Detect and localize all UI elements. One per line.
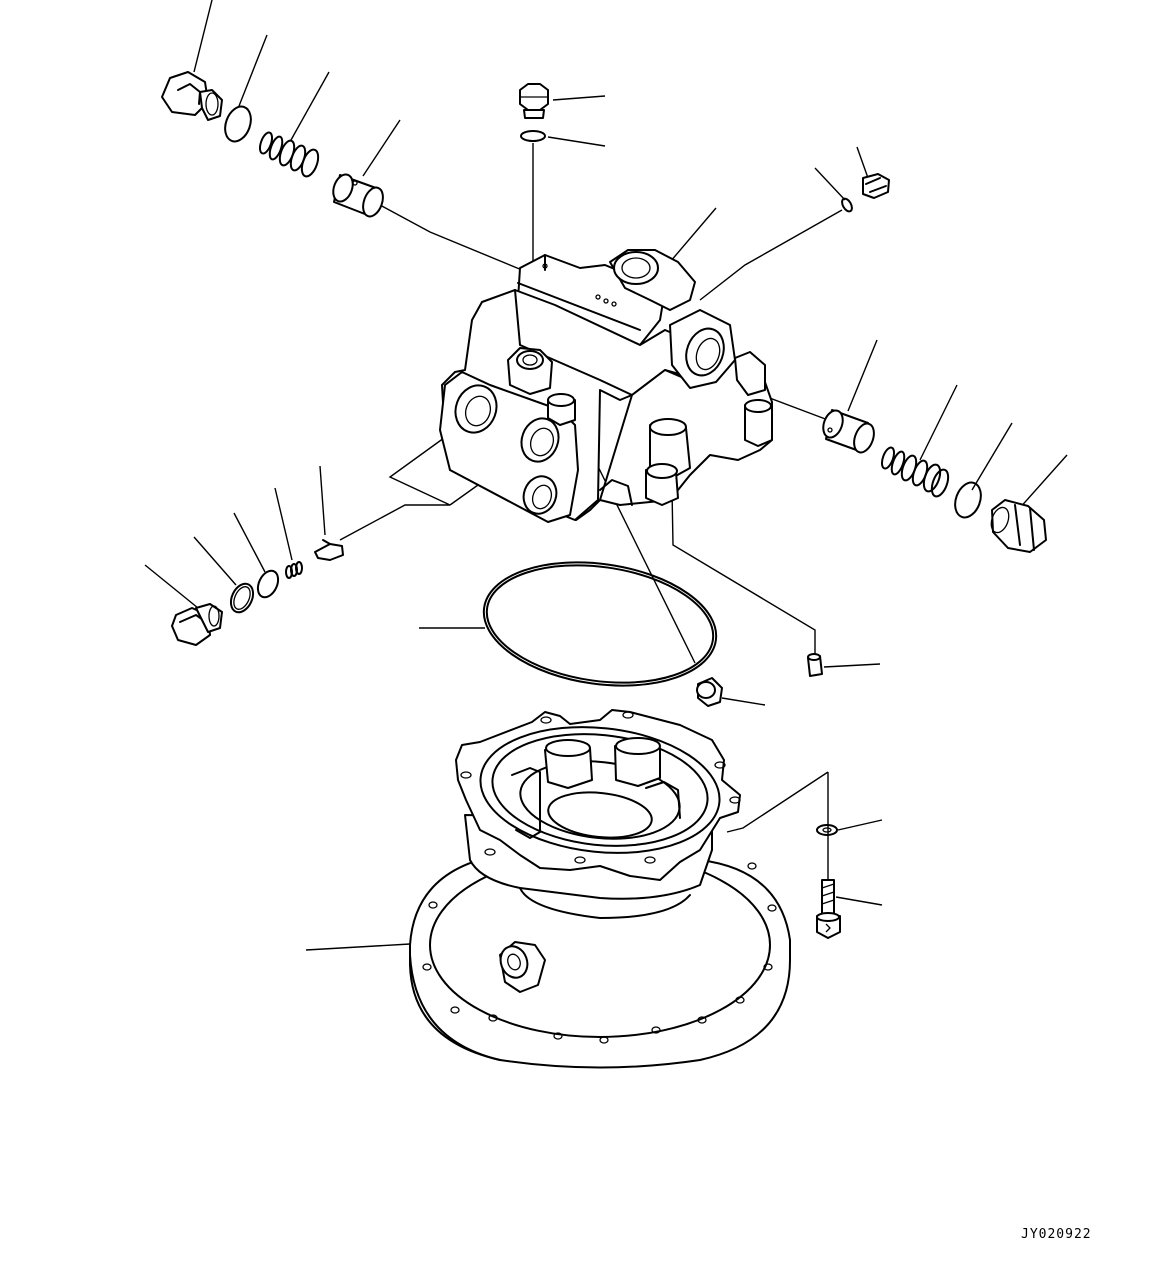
snap-ring-lower — [229, 582, 255, 614]
dowel-pin — [807, 653, 823, 677]
valve-cover-block — [439, 249, 773, 523]
housing-o-ring — [482, 561, 718, 687]
check-valve-poppet — [332, 173, 384, 218]
spring-right — [880, 446, 950, 498]
o-ring-right — [954, 481, 982, 519]
swing-motor-housing — [409, 709, 791, 1069]
figure-reference-code: JY020922 — [1021, 1227, 1092, 1242]
flange-bolt-holes — [422, 862, 777, 1044]
spring-lower — [285, 561, 303, 579]
relief-valve-plug-right — [990, 499, 1047, 553]
o-ring-lower — [256, 569, 280, 599]
o-ring — [224, 105, 252, 143]
washer — [816, 824, 838, 836]
drain-plug-top — [519, 83, 549, 119]
plug-o-ring-top — [520, 130, 546, 142]
bearing-roller — [696, 677, 723, 707]
spring — [258, 131, 320, 178]
poppet-lower — [314, 539, 344, 561]
plug-right-small — [841, 173, 890, 213]
check-valve-poppet-right — [822, 409, 875, 454]
relief-valve-plug-left — [161, 71, 223, 121]
plug-lower-left — [171, 603, 223, 646]
mounting-bolt — [816, 879, 841, 939]
